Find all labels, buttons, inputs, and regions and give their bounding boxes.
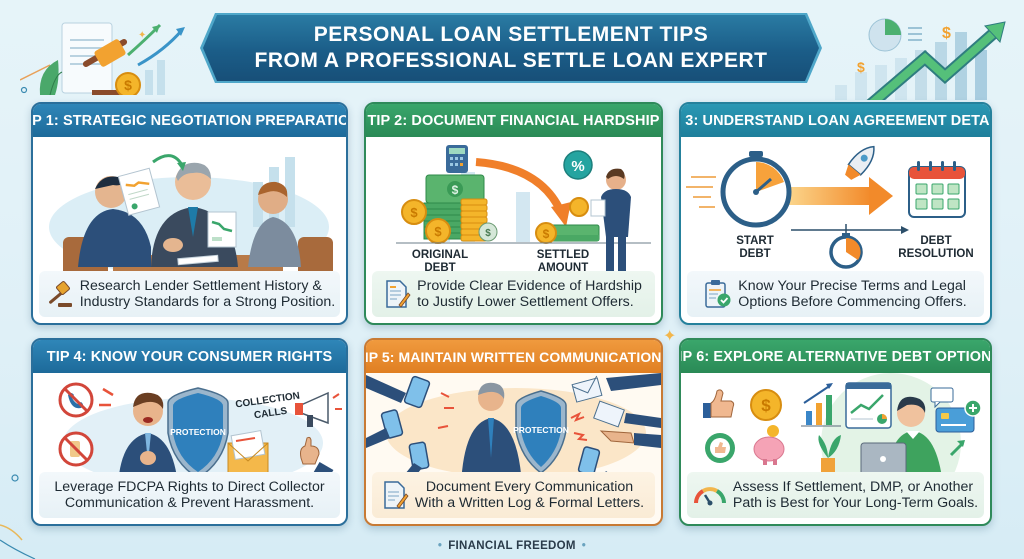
tip-1-header: TIP 1: STRATEGIC NEGOTIATION PREPARATION [33, 104, 346, 137]
tip-2-caption-line-1: Provide Clear Evidence of Hardship [417, 277, 642, 294]
tip-6-header: TIP 6: EXPLORE ALTERNATIVE DEBT OPTIONS [681, 340, 990, 373]
tip-2-caption-line-2: to Justify Lower Settlement Offers. [417, 294, 634, 310]
svg-text:$: $ [452, 183, 459, 197]
gavel-icon [44, 279, 74, 309]
tip-2-header: TIP 2: DOCUMENT FINANCIAL HARDSHIP [366, 104, 661, 137]
clipboard-check-icon [704, 279, 732, 309]
shield-protection-text: PROTECTION [513, 425, 569, 435]
gauge-icon [693, 484, 727, 506]
title-line-1: PERSONAL LOAN SETTLEMENT TIPS [313, 23, 709, 46]
tip-card-6: TIP 6: EXPLORE ALTERNATIVE DEBT OPTIONS … [679, 338, 992, 526]
tip-card-2: TIP 2: DOCUMENT FINANCIAL HARDSHIP $ $ $… [364, 102, 663, 325]
svg-text:%: % [571, 158, 584, 175]
svg-text:✦: ✦ [138, 30, 146, 41]
header-illustration-left: $ ✦ [19, 10, 190, 98]
tip-3-caption-line-1: Know Your Precise Terms and Legal [738, 277, 966, 294]
start-debt-label: START DEBT [736, 235, 774, 260]
tip-4-caption-line-1: Leverage FDCPA Rights to Direct Collecto… [54, 478, 325, 495]
sparkle-icon: ✦ [663, 326, 677, 345]
header-illustration-right: $ $ [830, 10, 1020, 110]
shield-protection-text: PROTECTION [170, 427, 226, 437]
calls-text: CALLS [253, 406, 288, 422]
tip-6-caption-line-2: Path is Best for Your Long-Term Goals. [732, 495, 979, 511]
tip-6-caption-line-1: Assess If Settlement, DMP, or Another [732, 478, 974, 495]
footer-text: FINANCIAL FREEDOM [448, 540, 576, 552]
tip-3-caption-line-2: Options Before Commencing Offers. [738, 294, 967, 310]
alternative-options-illustration: $ [681, 373, 990, 513]
tip-1-caption-line-1: Research Lender Settlement History & [79, 277, 322, 294]
tip-3-caption: Know Your Precise Terms and Legal Option… [687, 271, 984, 317]
tip-card-3: TIP 3: UNDERSTAND LOAN AGREEMENT DETAILS [679, 102, 992, 325]
tip-4-caption-line-2: Communication & Prevent Harassment. [64, 495, 315, 511]
decorative-swirl-left [0, 440, 40, 559]
footer: • FINANCIAL FREEDOM • [0, 540, 1024, 552]
svg-text:$: $ [543, 227, 550, 241]
tip-card-5: TIP 5: MAINTAIN WRITTEN COMMUNICATIONS P… [364, 338, 663, 526]
document-pencil-icon [385, 279, 411, 309]
tip-1-caption-line-2: Industry Standards for a Strong Position… [79, 294, 336, 310]
tip-5-header: TIP 5: MAINTAIN WRITTEN COMMUNICATIONS [366, 340, 661, 373]
tip-4-header: TIP 4: KNOW YOUR CONSUMER RIGHTS [33, 340, 346, 373]
tip-5-caption-line-1: Document Every Communication [425, 478, 634, 495]
tip-1-caption: Research Lender Settlement History & Ind… [39, 271, 340, 317]
timeline-illustration: START DEBT DEBT RESOLUTION [681, 137, 990, 279]
tip-card-4: TIP 4: KNOW YOUR CONSUMER RIGHTS PROTECT… [31, 338, 348, 526]
title-banner: PERSONAL LOAN SETTLEMENT TIPS FROM A PRO… [203, 15, 819, 81]
consumer-rights-illustration: PROTECTION COLLECTION CALLS [33, 373, 346, 488]
tip-5-caption: Document Every Communication With a Writ… [372, 472, 655, 518]
svg-text:$: $ [857, 59, 865, 75]
tip-5-caption-line-2: With a Written Log & Formal Letters. [414, 495, 645, 511]
svg-text:$: $ [761, 396, 771, 415]
tip-4-caption: Leverage FDCPA Rights to Direct Collecto… [39, 472, 340, 518]
svg-text:$: $ [124, 77, 132, 93]
svg-text:$: $ [942, 25, 951, 42]
tip-2-caption: Provide Clear Evidence of Hardship to Ju… [372, 271, 655, 317]
document-pencil-icon [383, 480, 409, 510]
debt-resolution-label: DEBT RESOLUTION [898, 235, 974, 260]
hardship-illustration: $ $ $ $ $ % ORIGINAL [366, 137, 661, 279]
svg-text:$: $ [434, 224, 442, 239]
written-communications-illustration: PROTECTION [366, 373, 661, 485]
svg-text:$: $ [485, 228, 491, 239]
svg-text:$: $ [410, 205, 418, 220]
tip-6-caption: Assess If Settlement, DMP, or Another Pa… [687, 472, 984, 518]
tip-3-header: TIP 3: UNDERSTAND LOAN AGREEMENT DETAILS [681, 104, 990, 137]
footer-dot-right: • [581, 540, 587, 552]
tip-card-1: TIP 1: STRATEGIC NEGOTIATION PREPARATION [31, 102, 348, 325]
title-line-2: FROM A PROFESSIONAL SETTLE LOAN EXPERT [254, 49, 768, 72]
negotiation-illustration [33, 137, 346, 279]
footer-dot-left: • [437, 540, 443, 552]
